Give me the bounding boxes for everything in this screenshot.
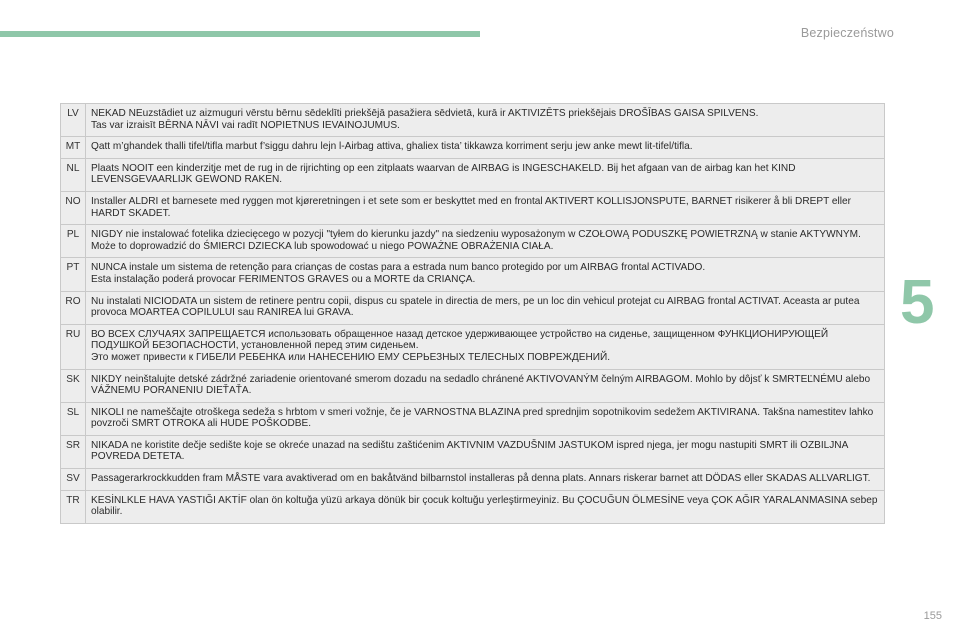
language-code: SL bbox=[60, 401, 86, 436]
section-title: Bezpieczeństwo bbox=[800, 26, 894, 40]
warning-text: NIKDY neinštalujte detské zádržné zariad… bbox=[85, 368, 885, 403]
table-row: PT NUNCA instale um sistema de retenção p… bbox=[60, 257, 885, 292]
warning-line: Tas var izraisīt BĒRNA NĀVI vai radīt NO… bbox=[91, 119, 400, 131]
warning-text: NEKAD NEuzstādiet uz aizmuguri vērstu bē… bbox=[85, 102, 885, 138]
airbag-warning-table: LV NEKAD NEuzstādiet uz aizmuguri vērstu … bbox=[60, 102, 885, 524]
warning-text: Plaats NOOIT een kinderzitje met de rug … bbox=[85, 157, 885, 192]
warning-text: Qatt m’ghandek thalli tifel/tifla marbut… bbox=[85, 136, 885, 159]
warning-text: NUNCA instale um sistema de retenção par… bbox=[85, 257, 885, 292]
warning-text: NIGDY nie instalować fotelika dziecięceg… bbox=[85, 224, 885, 259]
warning-line: NUNCA instale um sistema de retenção par… bbox=[91, 262, 706, 274]
warning-line: NEKAD NEuzstādiet uz aizmuguri vērstu bē… bbox=[91, 108, 759, 119]
table-row: LV NEKAD NEuzstādiet uz aizmuguri vērstu … bbox=[60, 102, 885, 138]
warning-line: Nu instalati NICIODATA un sistem de reti… bbox=[91, 295, 860, 319]
language-code: PT bbox=[60, 257, 86, 292]
warning-text: Passagerarkrockkudden fram MÅSTE vara av… bbox=[85, 468, 885, 491]
warning-text: NIKADA ne koristite dečje sedište koje s… bbox=[85, 434, 885, 470]
warning-text: KESİNLKLE HAVA YASTIĞI AKTİF olan ön kol… bbox=[85, 489, 885, 524]
warning-text: ВО ВСЕХ СЛУЧАЯХ ЗАПРЕЩАЕТСЯ использовать… bbox=[85, 323, 885, 370]
header-accent-bar bbox=[0, 31, 480, 37]
language-code: NO bbox=[60, 190, 86, 226]
warning-line: Passagerarkrockkudden fram MÅSTE vara av… bbox=[91, 473, 871, 485]
warning-text: Installer ALDRI et barnesete med ryggen … bbox=[85, 190, 885, 226]
warning-text: NIKOLI ne nameščajte otroškega sedeža s … bbox=[85, 401, 885, 436]
language-code: PL bbox=[60, 224, 86, 259]
warning-line: Это может привести к ГИБЕЛИ РЕБЕНКА или … bbox=[91, 351, 611, 363]
page-number: 155 bbox=[923, 610, 942, 622]
language-code: LV bbox=[60, 102, 86, 138]
language-code: MT bbox=[60, 136, 86, 159]
language-code: SV bbox=[60, 468, 86, 491]
warning-line: NIKADA ne koristite dečje sedište koje s… bbox=[91, 439, 848, 463]
warning-text: Nu instalati NICIODATA un sistem de reti… bbox=[85, 290, 885, 325]
warning-line: Installer ALDRI et barnesete med ryggen … bbox=[91, 195, 851, 219]
language-code: RU bbox=[60, 323, 86, 370]
warning-line: ВО ВСЕХ СЛУЧАЯХ ЗАПРЕЩАЕТСЯ использовать… bbox=[91, 328, 829, 352]
warning-line: KESİNLKLE HAVA YASTIĞI AKTİF olan ön kol… bbox=[91, 494, 878, 518]
table-row: SV Passagerarkrockkudden fram MÅSTE vara … bbox=[60, 468, 885, 491]
warning-line: NIKOLI ne nameščajte otroškega sedeža s … bbox=[91, 406, 874, 430]
warning-line: Esta instalação poderá provocar FERIMENT… bbox=[91, 273, 476, 285]
warning-line: Qatt m’ghandek thalli tifel/tifla marbut… bbox=[91, 141, 693, 153]
language-code: NL bbox=[60, 157, 86, 192]
warning-line: NIGDY nie instalować fotelika dziecięceg… bbox=[91, 229, 861, 252]
language-code: RO bbox=[60, 290, 86, 325]
warning-line: Plaats NOOIT een kinderzitje met de rug … bbox=[91, 162, 796, 186]
chapter-number: 5 bbox=[900, 268, 935, 337]
warning-line: NIKDY neinštalujte detské zádržné zariad… bbox=[91, 373, 871, 397]
language-code: SR bbox=[60, 434, 86, 470]
language-code: SK bbox=[60, 368, 86, 403]
table-row: MT Qatt m’ghandek thalli tifel/tifla marb… bbox=[60, 136, 885, 159]
language-code: TR bbox=[60, 489, 86, 524]
